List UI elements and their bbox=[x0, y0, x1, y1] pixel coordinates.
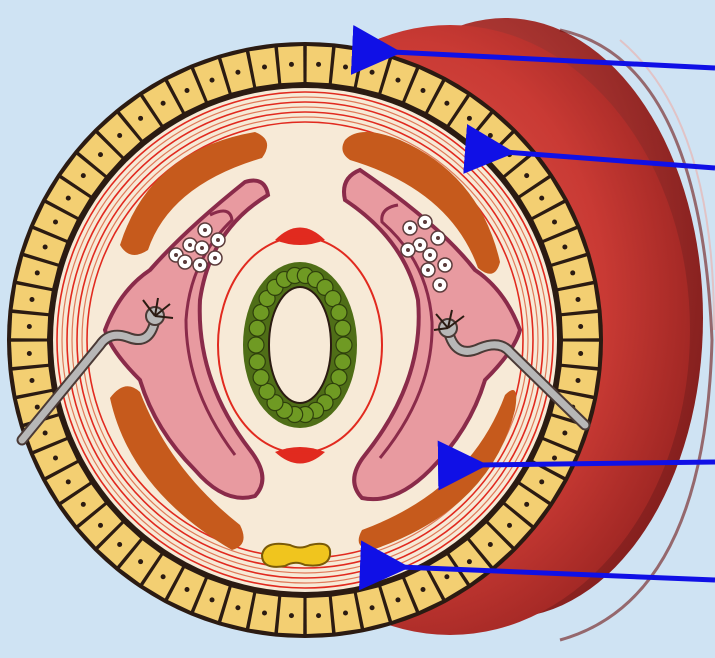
cell-nucleus bbox=[161, 101, 166, 106]
cell-nucleus bbox=[421, 587, 426, 592]
cell-nucleus bbox=[98, 523, 103, 528]
gonad-nucleus bbox=[200, 246, 204, 250]
intestine-cell bbox=[249, 354, 265, 370]
cell-nucleus bbox=[576, 378, 581, 383]
gonad-nucleus bbox=[423, 220, 427, 224]
cell-nucleus bbox=[488, 133, 493, 138]
gonad-nucleus bbox=[443, 263, 447, 267]
cell-nucleus bbox=[370, 605, 375, 610]
cell-nucleus bbox=[81, 173, 86, 178]
cell-nucleus bbox=[210, 597, 215, 602]
cell-nucleus bbox=[562, 430, 567, 435]
cross-section bbox=[7, 42, 603, 638]
gonad-nucleus bbox=[436, 236, 440, 240]
cell-nucleus bbox=[27, 324, 32, 329]
intestine-cell bbox=[331, 304, 347, 320]
cell-nucleus bbox=[235, 605, 240, 610]
cell-nucleus bbox=[467, 559, 472, 564]
gonad-nucleus bbox=[203, 228, 207, 232]
intestine-cell bbox=[248, 337, 264, 353]
cell-nucleus bbox=[81, 502, 86, 507]
gonad-nucleus bbox=[408, 226, 412, 230]
gonad-nucleus bbox=[216, 238, 220, 242]
cell-nucleus bbox=[53, 219, 58, 224]
cell-nucleus bbox=[66, 196, 71, 201]
intestine-lumen bbox=[269, 287, 331, 403]
cell-nucleus bbox=[524, 173, 529, 178]
cell-nucleus bbox=[117, 133, 122, 138]
cell-nucleus bbox=[524, 502, 529, 507]
cell-nucleus bbox=[370, 70, 375, 75]
cell-nucleus bbox=[578, 324, 583, 329]
intestine-cell bbox=[249, 320, 265, 336]
cell-nucleus bbox=[35, 270, 40, 275]
cell-nucleus bbox=[343, 611, 348, 616]
cell-nucleus bbox=[576, 297, 581, 302]
gonad-nucleus bbox=[213, 256, 217, 260]
gonad-nucleus bbox=[174, 253, 178, 257]
arrow-muscle bbox=[478, 462, 715, 465]
cell-nucleus bbox=[552, 456, 557, 461]
cell-nucleus bbox=[316, 613, 321, 618]
gonad-nucleus bbox=[418, 243, 422, 247]
cell-nucleus bbox=[66, 479, 71, 484]
cell-nucleus bbox=[43, 245, 48, 250]
cell-nucleus bbox=[117, 542, 122, 547]
cell-nucleus bbox=[210, 78, 215, 83]
cell-nucleus bbox=[539, 196, 544, 201]
cell-nucleus bbox=[578, 351, 583, 356]
cell-nucleus bbox=[421, 88, 426, 93]
cell-nucleus bbox=[343, 64, 348, 69]
cell-nucleus bbox=[53, 456, 58, 461]
cell-nucleus bbox=[444, 101, 449, 106]
cell-nucleus bbox=[289, 62, 294, 67]
ventral-nerve-cord bbox=[262, 544, 330, 567]
gonad-nucleus bbox=[428, 253, 432, 257]
cell-nucleus bbox=[262, 611, 267, 616]
gonad-nucleus bbox=[406, 248, 410, 252]
cell-nucleus bbox=[395, 597, 400, 602]
cell-nucleus bbox=[27, 351, 32, 356]
cell-nucleus bbox=[539, 479, 544, 484]
cell-nucleus bbox=[43, 430, 48, 435]
cell-nucleus bbox=[138, 116, 143, 121]
cell-nucleus bbox=[444, 574, 449, 579]
intestine-cell bbox=[253, 370, 269, 386]
cell-nucleus bbox=[467, 116, 472, 121]
cell-nucleus bbox=[35, 405, 40, 410]
gonad-nucleus bbox=[183, 260, 187, 264]
cell-nucleus bbox=[29, 378, 34, 383]
cell-nucleus bbox=[488, 542, 493, 547]
cell-nucleus bbox=[395, 78, 400, 83]
intestine-cell bbox=[336, 337, 352, 353]
cell-nucleus bbox=[98, 152, 103, 157]
gonad-nucleus bbox=[198, 263, 202, 267]
cell-nucleus bbox=[262, 64, 267, 69]
cell-nucleus bbox=[184, 587, 189, 592]
cell-nucleus bbox=[316, 62, 321, 67]
cell-nucleus bbox=[289, 613, 294, 618]
cell-nucleus bbox=[184, 88, 189, 93]
cell-nucleus bbox=[570, 270, 575, 275]
cell-nucleus bbox=[138, 559, 143, 564]
cell-nucleus bbox=[507, 523, 512, 528]
cell-nucleus bbox=[235, 70, 240, 75]
gonad-nucleus bbox=[438, 283, 442, 287]
cell-nucleus bbox=[552, 219, 557, 224]
intestine-cell bbox=[335, 354, 351, 370]
gonad-nucleus bbox=[426, 268, 430, 272]
cell-nucleus bbox=[562, 245, 567, 250]
cell-nucleus bbox=[161, 574, 166, 579]
cell-nucleus bbox=[29, 297, 34, 302]
gonad-nucleus bbox=[188, 243, 192, 247]
intestine-cell bbox=[335, 320, 351, 336]
